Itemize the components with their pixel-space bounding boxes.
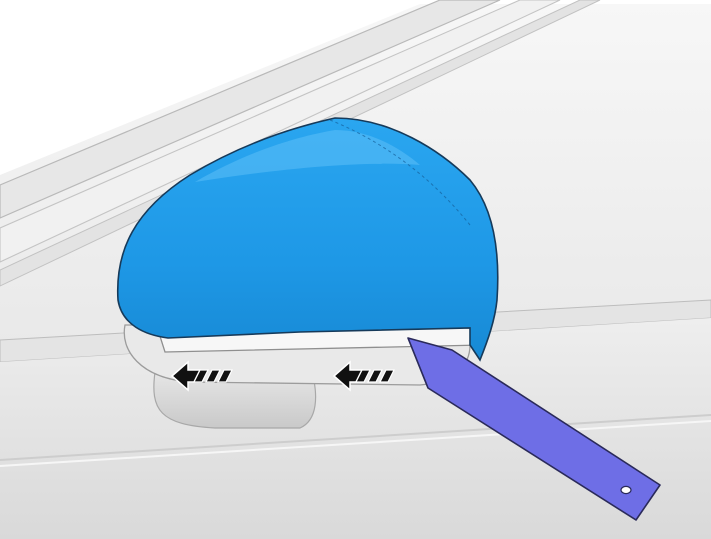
tool-hole xyxy=(621,486,631,493)
